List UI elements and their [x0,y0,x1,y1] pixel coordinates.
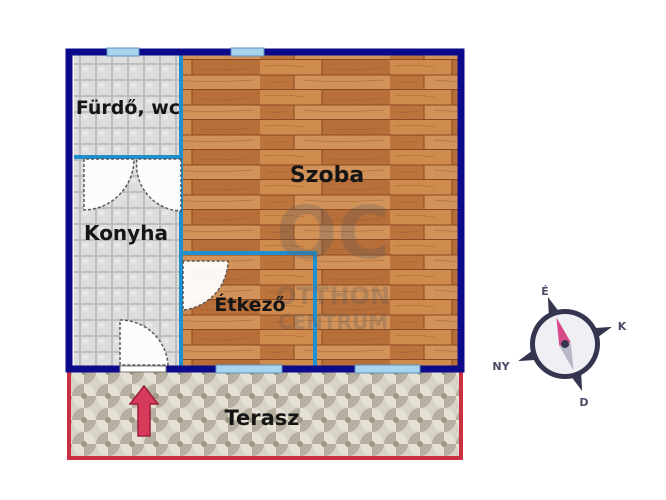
compass-north-label: É [541,285,549,298]
outer-walls [65,48,465,373]
door-swings [83,158,229,366]
room-label-kitchen: Konyha [84,221,168,245]
terrace-area [69,370,461,458]
tile-floor [74,54,181,367]
wood-floor [181,54,459,367]
windows [106,47,421,374]
compass-south-label: D [579,396,588,409]
room-label-room: Szoba [290,163,364,188]
entrance-door [119,365,167,373]
compass-west-label: NY [492,360,510,373]
compass-icon: É K D NY [492,285,627,409]
compass-east-label: K [618,320,627,333]
room-label-terrace: Terasz [224,406,299,430]
watermark: OC OTTHON CENTRUM [276,191,390,334]
entrance-arrow-icon [128,384,160,437]
watermark-line1: OTTHON [276,282,390,310]
room-label-dining: Étkező [214,293,285,316]
watermark-logo: OC [276,191,390,275]
room-label-bathroom: Fürdő, wc [76,97,180,119]
partition-walls [74,54,317,367]
terrace-border [67,372,463,460]
watermark-line2: CENTRUM [278,310,388,334]
